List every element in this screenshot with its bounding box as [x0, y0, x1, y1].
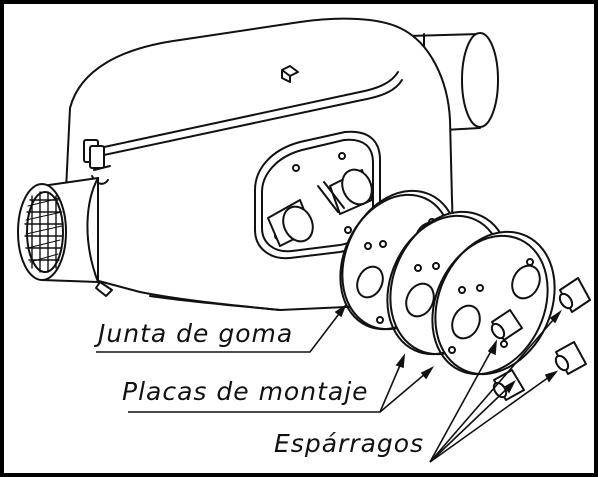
leader-lines [96, 303, 563, 463]
inlet-grille [17, 177, 99, 283]
body-pipes [267, 168, 373, 247]
mounting-plate-2 [431, 230, 556, 376]
stud-2 [558, 277, 591, 313]
stud-4 [554, 341, 587, 375]
stud-1 [490, 309, 523, 341]
label-rubber-gasket: Junta de goma [93, 319, 293, 348]
label-mounting-plates: Placas de montaje [122, 377, 369, 406]
label-studs: Espárragos [274, 429, 424, 458]
